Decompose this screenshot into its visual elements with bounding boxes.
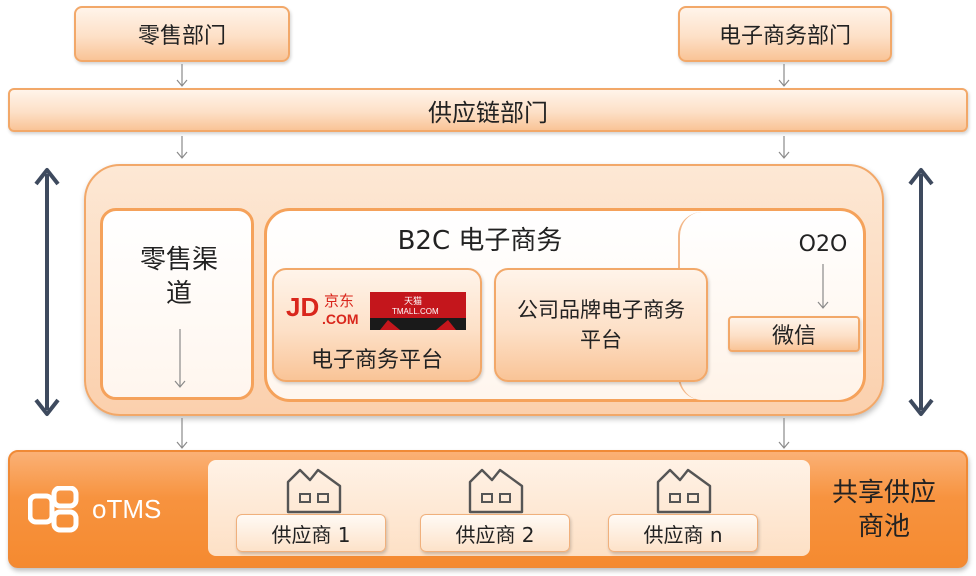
ecommerce-department-box: 电子商务部门 <box>678 6 892 62</box>
retail-department-label: 零售部门 <box>137 24 226 49</box>
arrow-down-icon <box>777 418 791 450</box>
supplier-2-label: 供应商 2 <box>420 514 570 552</box>
ecommerce-platform-box: JD 京东 .COM 天猫 TMALL.COM 电子商务平台 <box>272 268 482 382</box>
supplier-n-label: 供应商 n <box>608 514 758 552</box>
otms-logo-text: oTMS <box>92 494 162 524</box>
arrow-down-icon <box>175 418 189 450</box>
arrow-down-icon <box>174 329 186 388</box>
factory-icon <box>286 466 342 514</box>
svg-text:TMALL.COM: TMALL.COM <box>392 307 439 316</box>
supplier-n-text: 供应商 n <box>643 522 723 547</box>
arrow-down-icon <box>175 64 189 88</box>
arrow-down-icon <box>816 264 830 310</box>
supplier-1-text: 供应商 1 <box>271 522 351 547</box>
double-arrow-icon <box>32 164 62 420</box>
wechat-box: 微信 <box>728 316 860 352</box>
supplier-1-label: 供应商 1 <box>236 514 386 552</box>
brand-platform-label: 公司品牌电子商务平台 <box>517 298 685 352</box>
svg-text:天猫: 天猫 <box>404 295 422 307</box>
factory-icon <box>468 466 524 514</box>
b2c-title: B2C 电子商务 <box>397 226 563 256</box>
svg-text:京东: 京东 <box>324 292 354 310</box>
double-arrow-icon <box>906 164 936 420</box>
svg-text:JD: JD <box>286 292 319 322</box>
ecommerce-department-label: 电子商务部门 <box>718 24 851 49</box>
supply-chain-label: 供应链部门 <box>428 98 548 127</box>
brand-platform-box: 公司品牌电子商务平台 <box>494 268 708 382</box>
arrow-down-icon <box>777 136 791 160</box>
retail-channel-label: 零售渠道 <box>139 245 218 309</box>
factory-icon <box>656 466 712 514</box>
shared-supplier-pool-label: 共享供应商池 <box>831 478 936 542</box>
retail-channel-box: 零售渠道 <box>100 208 254 400</box>
svg-text:.COM: .COM <box>322 311 359 327</box>
otms-logo-icon <box>27 485 84 534</box>
wechat-label: 微信 <box>771 324 816 349</box>
ecommerce-platform-label: 电子商务平台 <box>310 348 443 373</box>
tmall-logo: 天猫 TMALL.COM <box>370 292 466 330</box>
retail-department-box: 零售部门 <box>74 6 290 62</box>
jd-logo: JD 京东 .COM <box>286 290 370 330</box>
arrow-down-icon <box>777 64 791 88</box>
supply-chain-bar: 供应链部门 <box>8 88 968 132</box>
arrow-down-icon <box>175 136 189 160</box>
o2o-label: O2O <box>798 232 848 257</box>
o2o-panel <box>678 212 862 400</box>
supplier-2-text: 供应商 2 <box>455 522 535 547</box>
